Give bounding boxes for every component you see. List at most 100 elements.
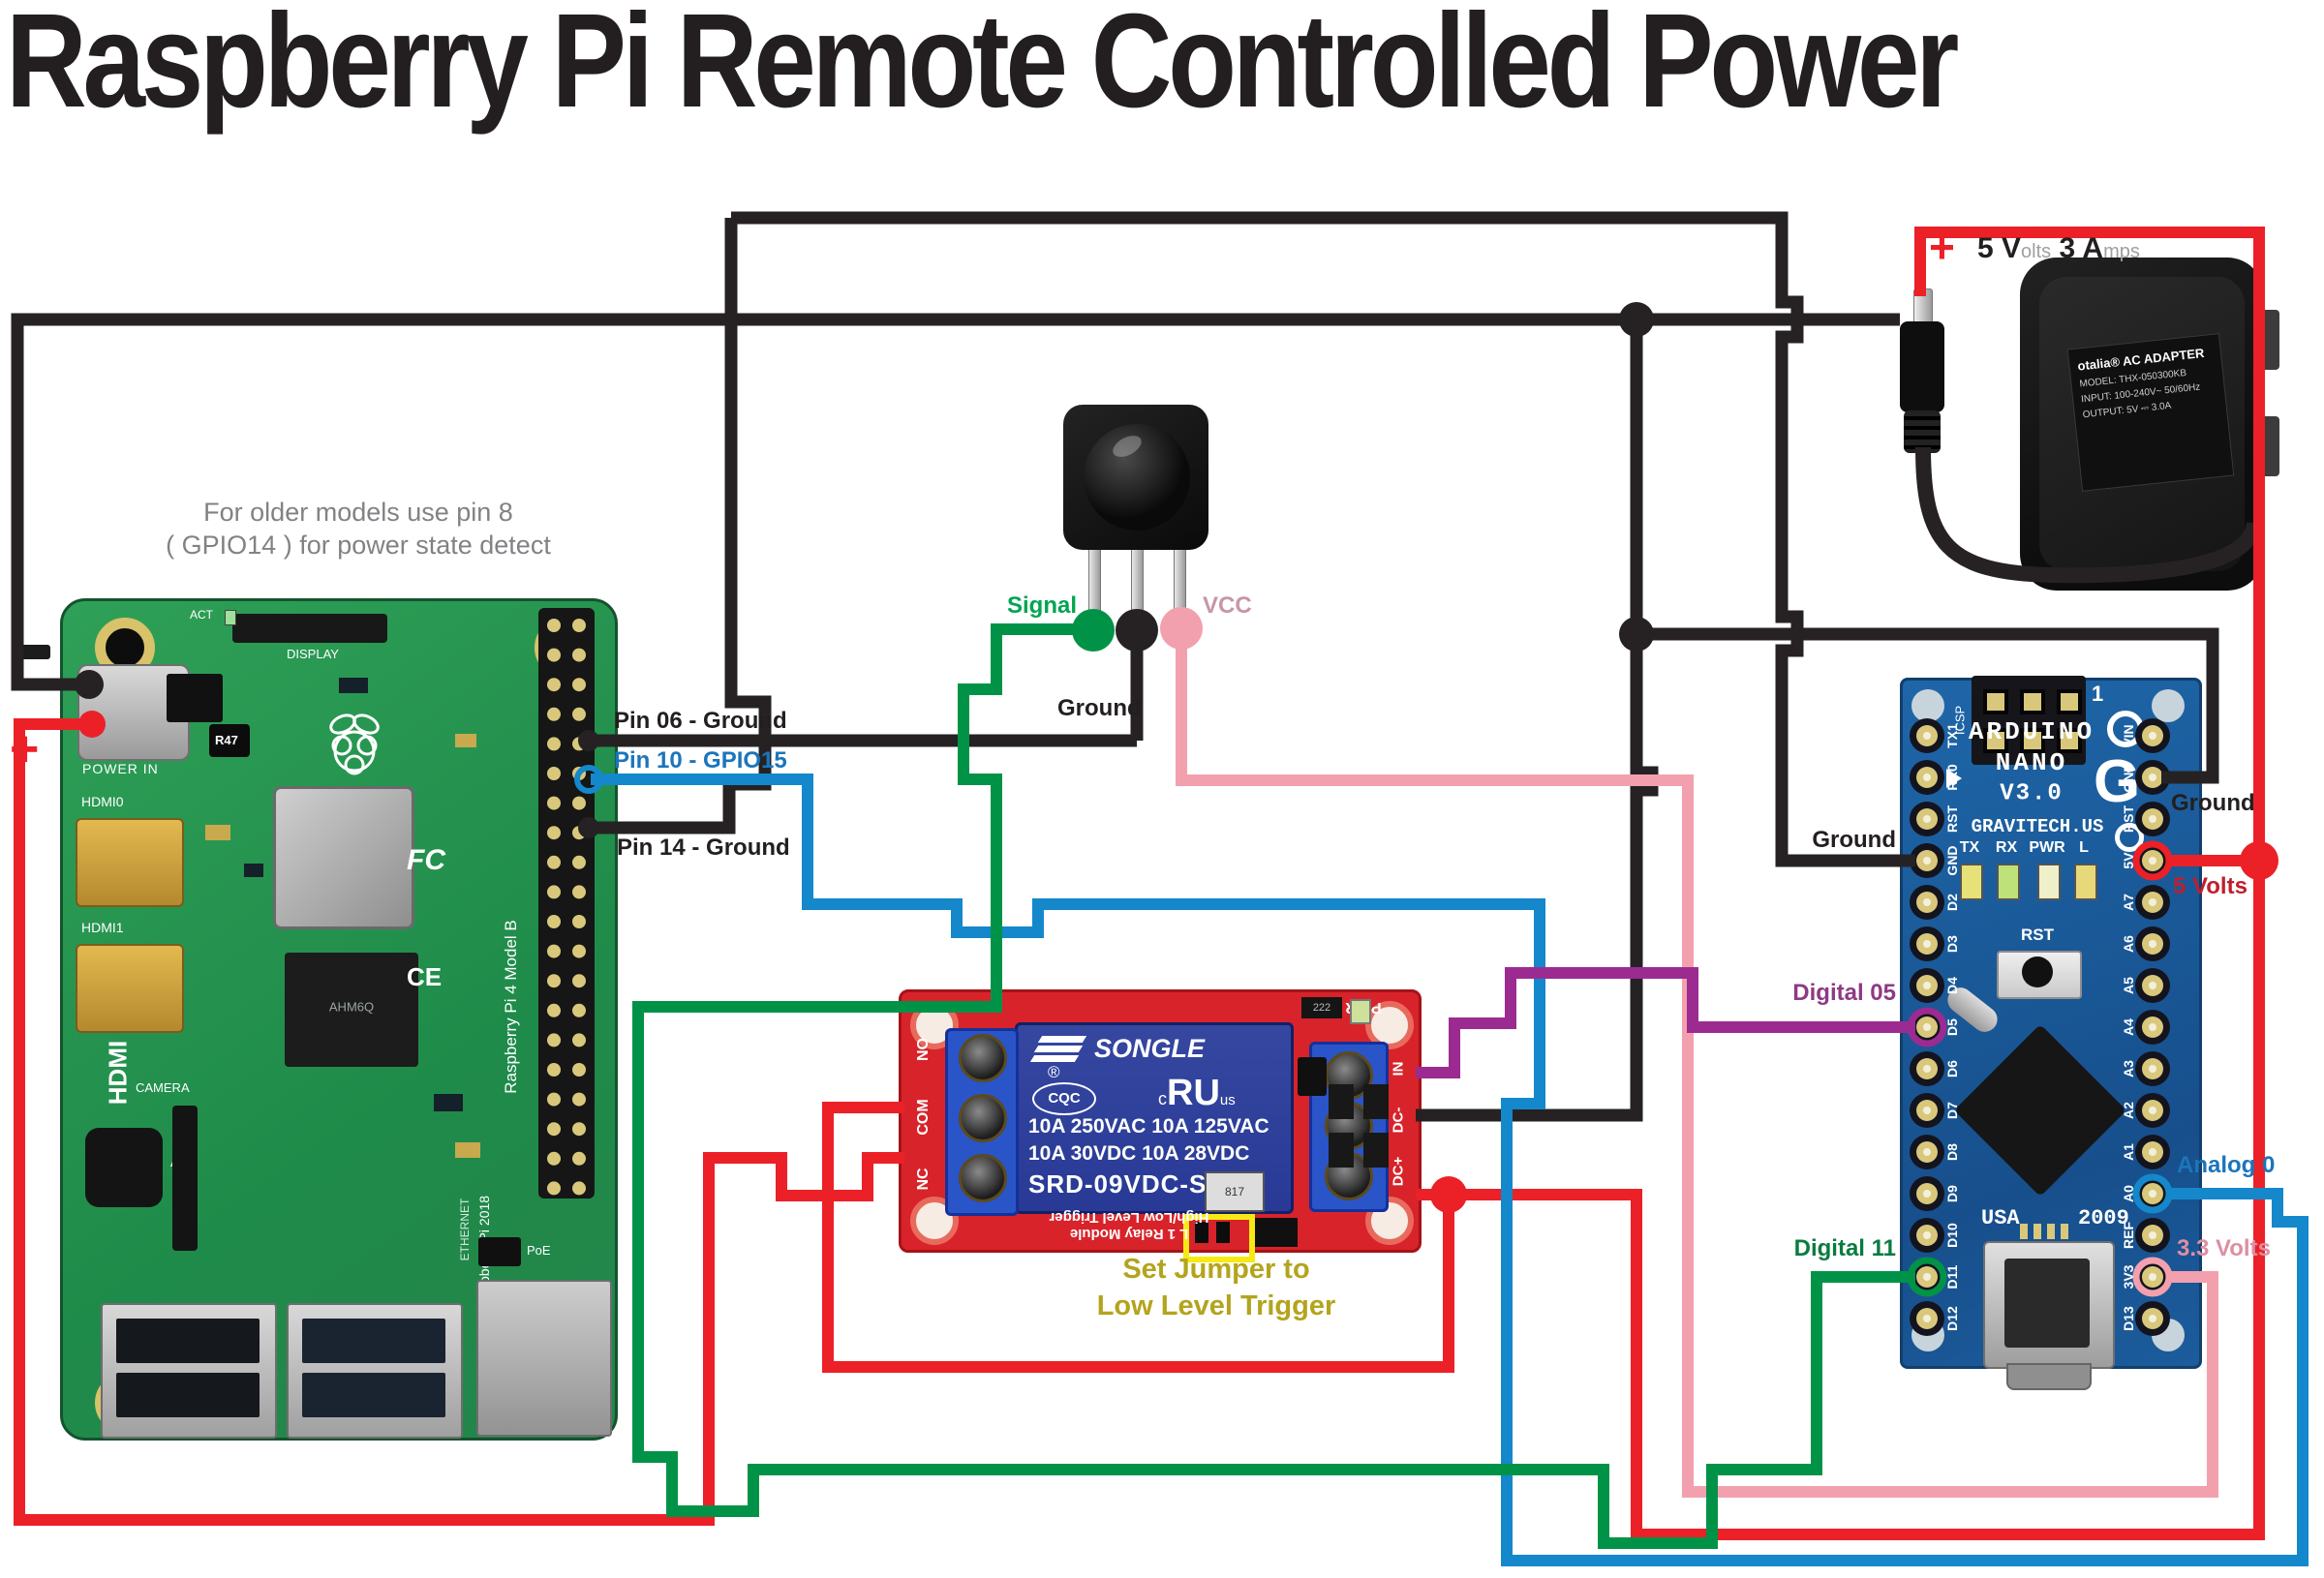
arduino-brand: ARDUINO — [1968, 717, 2095, 746]
wire-purple-relay-in — [1416, 967, 1915, 1078]
ring-5v-pin — [2132, 840, 2173, 881]
pi-gpio-pin — [547, 1033, 561, 1047]
arduino-pin-center — [1923, 1231, 1931, 1239]
wire-black-to-arduino-gnd-right — [1636, 627, 2219, 784]
arduino-pwr-label: PWR — [2029, 839, 2065, 856]
adapter-plus-mark: + — [1929, 222, 1955, 272]
smd-component — [1363, 1133, 1389, 1168]
arduino-usb-pin — [2061, 1224, 2068, 1239]
arduino-usb-pin — [2047, 1224, 2055, 1239]
arduino-pin1-triangle — [1946, 769, 1962, 788]
pi-minus-mark — [15, 645, 50, 659]
pi-gpio-pin — [547, 619, 561, 632]
arduino-pin-center — [1923, 815, 1931, 823]
arduino-year-text: 2009 — [2078, 1206, 2129, 1230]
pin10-label: Pin 10 - GPIO15 — [614, 747, 787, 774]
arduino-pin-center — [1923, 1107, 1931, 1114]
dc-plug-barrel — [1900, 321, 1944, 412]
wire-pink-vcc — [1176, 627, 2218, 1498]
wire-black-pin06-vertical — [724, 218, 772, 747]
relay-jumper-highlight — [1183, 1214, 1255, 1262]
relay-rating2: 10A 30VDC 10A 28VDC — [1028, 1142, 1250, 1165]
pi-ram-marking: AHM6Q — [328, 999, 375, 1015]
pi-usb-slot — [302, 1373, 445, 1417]
wire-blue-gpio15 — [591, 774, 2309, 1566]
ring-3v3-pin — [2132, 1257, 2173, 1297]
pi-gpio-pin — [572, 885, 586, 899]
pi-gpio-pin — [572, 648, 586, 662]
arduino-a0-label: Analog 0 — [2177, 1152, 2276, 1178]
pi-gpio-pin — [572, 1063, 586, 1077]
pi-gpio-pin — [572, 1181, 586, 1196]
smd-component — [455, 1142, 480, 1158]
relay-rating1: 10A 250VAC 10A 125VAC — [1028, 1115, 1269, 1138]
pi-gpio-pin — [572, 944, 586, 958]
relay-pin-header — [1255, 1218, 1298, 1247]
arduino-icsp-pin — [2020, 689, 2045, 714]
relay-jumper-pin — [1195, 1222, 1208, 1243]
pi-gpio-pin — [572, 1122, 586, 1137]
ring-a0-pin — [2132, 1173, 2173, 1214]
pi-gpio-pin — [572, 1092, 586, 1107]
arduino-pin-center — [1923, 1148, 1931, 1156]
arduino-model: NANO — [1995, 748, 2068, 777]
pi-usb-slot — [116, 1319, 260, 1363]
pi-display-connector — [232, 614, 387, 643]
ring-pi-pin10 — [574, 765, 603, 794]
pi-gpio-pin — [547, 796, 561, 810]
relay-optocoupler: 817 — [1205, 1171, 1265, 1212]
pi-r47-inductor — [209, 724, 250, 757]
junction-dot-black-bus2 — [1619, 617, 1654, 652]
wire-black-to-relay-dcminus — [1416, 634, 1659, 1122]
jumper-note-line1: Set Jumper to — [1122, 1254, 1310, 1285]
relay-ul-c: c — [1158, 1089, 1167, 1108]
pi-poe-label: PoE — [527, 1243, 551, 1258]
arduino-tx-label: TX — [1959, 839, 1980, 856]
pi-r47-label: R47 — [215, 733, 238, 747]
smd-component — [455, 734, 476, 747]
pi-display-label: DISPLAY — [287, 647, 339, 661]
arduino-ground-right-label: Ground — [2171, 790, 2255, 816]
relay-ul-us: us — [1219, 1092, 1236, 1108]
arduino-pin-center — [2149, 940, 2156, 948]
arduino-d05-label: Digital 05 — [1792, 980, 1896, 1006]
relay-screw — [959, 1094, 1007, 1142]
arduino-pin-center — [1923, 1315, 1931, 1322]
pin06-label: Pin 06 - Ground — [614, 708, 787, 734]
pi-act-led — [225, 610, 236, 625]
pi-ce-mark: CE — [407, 962, 443, 991]
arduino-pin-center — [2149, 1190, 2156, 1198]
pi-hdmi0-label: HDMI0 — [81, 794, 124, 809]
pi-pin14-dot — [578, 817, 599, 838]
pi-gpio-pin — [547, 1122, 561, 1137]
arduino-rx-label: RX — [1995, 839, 2018, 856]
pi-av-jack — [85, 1128, 163, 1207]
pi-gpio-pin — [547, 974, 561, 988]
adapter-volts-bold: 5 V — [1977, 232, 2022, 264]
pi-gpio-pin — [572, 796, 586, 810]
pi-gpio-pin — [547, 885, 561, 899]
arduino-pin-center — [1923, 1273, 1931, 1281]
relay-brand: SONGLE — [1094, 1034, 1206, 1063]
arduino-pin-center — [2149, 1148, 2156, 1156]
pi-gpio-pin — [547, 1181, 561, 1196]
wire-red-com-link — [822, 1102, 1454, 1373]
relay-mount-hole — [1365, 1001, 1414, 1049]
arduino-usb-pin — [2034, 1224, 2041, 1239]
arduino-ring-mark — [2115, 823, 2144, 852]
relay-ul-mark: cRUus — [1158, 1073, 1236, 1114]
arduino-pin-center — [1923, 1065, 1931, 1073]
adapter-rating-label: 5 Volts 3 Amps — [1977, 232, 2140, 265]
pi-gpio-pin — [547, 1003, 561, 1017]
arduino-pin-center — [2149, 732, 2156, 740]
page-title: Raspberry Pi Remote Controlled Power — [6, 0, 1959, 136]
pi-hdmi1-label: HDMI1 — [81, 920, 124, 935]
arduino-reset-button-cap — [2022, 956, 2053, 987]
smd-resistor-marking: 222 — [1312, 1002, 1331, 1014]
arduino-led — [2037, 864, 2061, 900]
arduino-pin-center — [2149, 774, 2156, 781]
wire-red-nc-to-pi — [14, 718, 904, 1526]
pi-gpio-pin — [547, 1063, 561, 1077]
arduino-pin-center — [1923, 898, 1931, 906]
arduino-icsp-pin — [2020, 728, 2045, 753]
